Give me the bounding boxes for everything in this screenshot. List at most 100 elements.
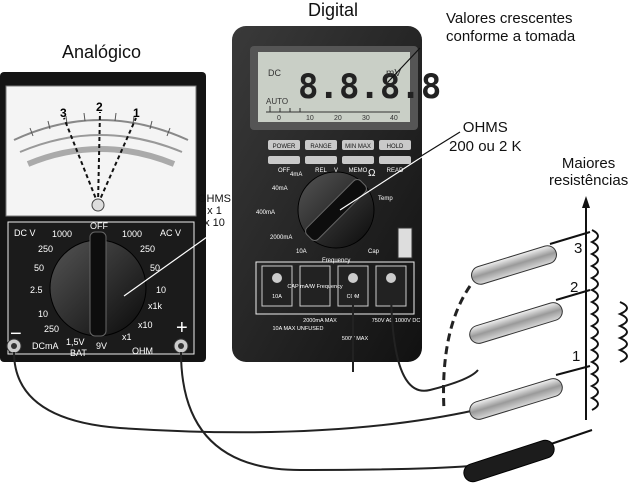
display-note-line-2: conforme a tomada xyxy=(446,28,576,45)
tap-label-1: 1 xyxy=(572,348,581,365)
needle-positions xyxy=(63,111,137,205)
digital-buttons xyxy=(268,140,411,164)
jack-note-750v: 750V AC 1000V DC xyxy=(372,318,421,324)
jack-label-10a: 10A xyxy=(272,294,282,300)
display-note: Valores crescentes conforme a tomada xyxy=(446,10,616,46)
dashed-probe-path xyxy=(442,285,472,411)
ohms-digital-note-line-1: OHMS xyxy=(462,119,508,136)
button-minmax-label: MIN MAX xyxy=(345,144,371,150)
analog-label-left-0: 1000 xyxy=(52,229,72,239)
ohms-analog-note: OHMS x 1 x 10 xyxy=(198,193,231,229)
analog-label-left-2: 50 xyxy=(34,263,44,273)
resistance-arrow xyxy=(582,196,590,208)
button-range[interactable] xyxy=(305,140,337,150)
dial-label-4ma: 4mA xyxy=(290,172,302,178)
lcd-unit: mV xyxy=(386,68,401,79)
scale-ticks xyxy=(29,112,171,137)
coil-assembly xyxy=(582,196,628,420)
analog-label-left-3: 2.5 xyxy=(30,285,43,295)
dial-label-10a: 10A xyxy=(296,249,307,255)
analog-label-ohm: OHM xyxy=(132,346,153,356)
analog-label-left-1: 250 xyxy=(38,244,53,254)
analog-label-right-1: 250 xyxy=(140,244,155,254)
analog-label-dcv: DC V xyxy=(14,228,36,238)
resistance-note-line-2: resistências xyxy=(549,172,629,189)
probe-black xyxy=(463,429,593,483)
button-rel-label: REL xyxy=(315,168,327,174)
display-callout-line xyxy=(387,47,421,83)
analog-label-bat: BAT xyxy=(70,348,87,358)
analog-label-right-3: 10 xyxy=(156,285,166,295)
dial-label-2000ma: 2000mA xyxy=(270,235,292,241)
jack-10a[interactable] xyxy=(272,273,282,283)
digital-lcd xyxy=(258,52,410,122)
analog-label-right-5: x10 xyxy=(138,320,153,330)
test-leads xyxy=(13,283,479,472)
analog-plus-sign: + xyxy=(176,317,188,339)
resistance-note-line-1: Maiores xyxy=(561,155,616,172)
coil-secondary xyxy=(617,301,628,363)
button-range-label: RANGE xyxy=(310,144,331,150)
button-minmax[interactable] xyxy=(342,140,374,150)
lcd-auto: AUTO xyxy=(266,97,288,106)
analog-label-v15: 1,5V xyxy=(66,337,85,347)
jack-com[interactable] xyxy=(348,273,358,283)
button-read-label: READ xyxy=(387,168,404,174)
button-rel[interactable] xyxy=(305,156,337,164)
scale-number-3: 3 xyxy=(60,106,67,120)
scale-number-1: 1 xyxy=(133,106,140,120)
bar-scale-1: 10 xyxy=(306,115,314,122)
dial-label-cap: Cap xyxy=(368,249,380,255)
lcd-bargraph xyxy=(266,106,400,113)
bar-scale-0: 0 xyxy=(277,115,281,122)
jack-v-ohm[interactable] xyxy=(386,273,396,283)
analog-label-left-4: 10 xyxy=(38,309,48,319)
lead-analog-plus xyxy=(180,351,471,472)
button-memo[interactable] xyxy=(342,156,374,164)
button-power[interactable] xyxy=(268,140,300,150)
digital-meter: DC 8.8.8.8 mV AUTO 0 10 20 30 40 P xyxy=(232,26,441,362)
dial-label-ohm: Ω xyxy=(368,168,376,179)
analog-label-right-6: x1 xyxy=(122,332,132,342)
dial-label-temp: Temp xyxy=(378,196,393,202)
dial-label-frequency: Frequency xyxy=(322,258,350,264)
button-hold[interactable] xyxy=(379,140,411,150)
jack-note-10a: 10A MAX UNFUSED xyxy=(272,326,323,332)
digital-jacks xyxy=(261,265,407,307)
analog-knob-pointer xyxy=(89,231,107,337)
jack-note-2000ma: 2000mA MAX xyxy=(303,318,337,324)
dial-label-40ma: 40mA xyxy=(272,186,288,192)
ohms-digital-note: OHMS 200 ou 2 K xyxy=(449,118,522,156)
analog-meter: 3 2 1 DC V AC V OFF 1000 250 50 2.5 10 2… xyxy=(0,72,206,362)
digital-knob-pointer xyxy=(305,179,367,241)
jack-label-cap: CAP mA/W Frequency xyxy=(287,284,342,290)
button-off[interactable] xyxy=(268,156,300,164)
button-read[interactable] xyxy=(379,156,411,164)
scale-arc-3 xyxy=(26,146,176,167)
resistance-note: Maiores resistências xyxy=(549,155,628,189)
analog-label-off: OFF xyxy=(90,221,108,231)
probe-1 xyxy=(469,365,591,420)
lead-digital-v xyxy=(390,283,479,392)
analog-label-right-4: x1k xyxy=(148,301,163,311)
button-power-label: POWER xyxy=(273,144,296,150)
analog-label-v9: 9V xyxy=(96,341,107,351)
tap-label-2: 2 xyxy=(570,279,579,296)
bar-scale-4: 40 xyxy=(390,115,398,122)
coil-winding xyxy=(589,229,599,411)
probe-3 xyxy=(471,231,591,285)
scale-arc-2 xyxy=(19,134,183,153)
analog-label-right-0: 1000 xyxy=(122,229,142,239)
lcd-mode: DC xyxy=(268,68,281,78)
analog-label-left-5: 250 xyxy=(44,324,59,334)
bar-scale-3: 30 xyxy=(362,115,370,122)
jack-note-500v: 500V MAX xyxy=(342,336,369,342)
analog-minus-sign: − xyxy=(10,323,22,345)
analog-label-acv: AC V xyxy=(160,228,181,238)
button-off-label: OFF xyxy=(278,168,290,174)
digital-jacks-panel xyxy=(255,261,415,315)
analog-title: Analógico xyxy=(62,42,142,62)
ohms-analog-note-line-1: OHMS xyxy=(198,193,231,205)
digital-holster-slot xyxy=(397,227,413,259)
needle-pivot xyxy=(91,198,105,212)
